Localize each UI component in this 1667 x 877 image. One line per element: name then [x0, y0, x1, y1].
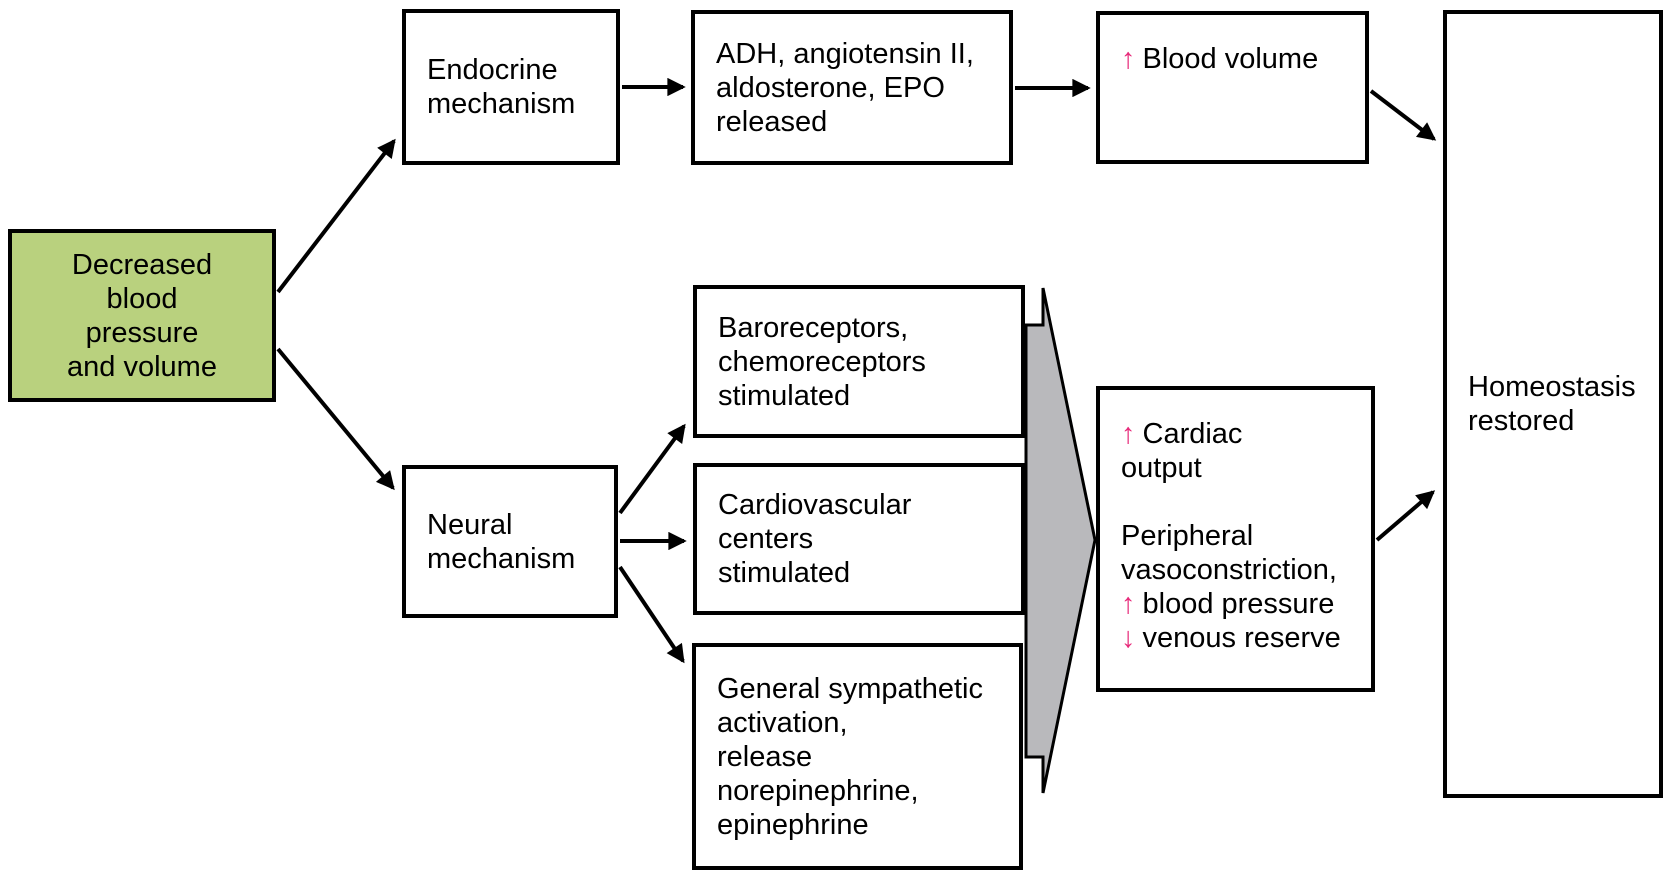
label-text: Baroreceptors,: [718, 311, 909, 344]
label-text: vasoconstriction,: [1121, 554, 1337, 586]
text-line: ADH, angiotensin II,: [716, 37, 1003, 71]
text-line: activation,: [717, 706, 1013, 740]
label-text: mechanism: [427, 542, 576, 575]
text-line: mechanism: [427, 542, 608, 576]
text-line: chemoreceptors: [718, 345, 1015, 379]
label-text: Blood volume: [1142, 43, 1319, 75]
label-text: Cardiac: [1142, 418, 1243, 450]
label-text: restored: [1468, 405, 1575, 437]
text-line: pressure: [86, 316, 199, 350]
down-arrow-icon: ↓: [1121, 622, 1136, 654]
label-text: Cardiovascular: [718, 489, 912, 521]
text-line: released: [716, 105, 1003, 139]
label-text: Homeostasis: [1468, 371, 1636, 403]
blood-volume-box: ↑Blood volume: [1096, 11, 1369, 164]
label-text: centers: [718, 523, 814, 555]
label-text: Endocrine: [427, 54, 558, 86]
text-line: epinephrine: [717, 808, 1013, 842]
label-text: pressure: [85, 316, 199, 349]
text-line: mechanism: [427, 87, 610, 121]
label-text: epinephrine: [717, 808, 869, 841]
label-text: aldosterone, EPO: [716, 71, 945, 104]
text-line: Cardiovascular: [718, 488, 1015, 522]
label-text: mechanism: [427, 88, 576, 120]
arrow-decreased-to-endocrine: [276, 138, 396, 294]
text-line: Baroreceptors,: [718, 311, 1015, 345]
text-line: output: [1121, 451, 1365, 485]
text-line: General sympathetic: [717, 672, 1013, 706]
up-arrow-icon: ↑: [1121, 588, 1136, 620]
label-text: release: [717, 740, 813, 773]
text-line: Neural: [427, 508, 608, 542]
label-text: stimulated: [718, 379, 851, 412]
label-text: ADH, angiotensin II,: [716, 37, 974, 70]
text-line: vasoconstriction,: [1121, 553, 1365, 587]
text-line: ↓venous reserve: [1121, 621, 1365, 655]
text-line: ↑Blood volume: [1121, 42, 1359, 76]
label-text: Peripheral: [1121, 520, 1254, 552]
text-line: Peripheral: [1121, 519, 1365, 553]
label-text: stimulated: [718, 557, 851, 589]
label-text: General sympathetic: [717, 672, 983, 705]
text-line: aldosterone, EPO: [716, 71, 1003, 105]
text-line: centers: [718, 522, 1015, 556]
text-line: Homeostasis: [1468, 370, 1653, 404]
text-line: norepinephrine,: [717, 774, 1013, 808]
arrow-cardiac-to-homeostasis: [1375, 490, 1436, 542]
label-text: Neural: [427, 508, 513, 541]
text-line: [1121, 485, 1365, 519]
text-line: blood: [107, 282, 178, 316]
text-line: ↑blood pressure: [1121, 587, 1365, 621]
label-text: chemoreceptors: [718, 345, 926, 378]
arrow-neural-to-baroreceptors: [618, 423, 686, 515]
text-line: stimulated: [718, 556, 1015, 590]
up-arrow-icon: ↑: [1121, 418, 1136, 450]
label-text: blood pressure: [1142, 588, 1335, 620]
arrow-neural-to-sympathetic: [618, 565, 685, 664]
text-line: ↑Cardiac: [1121, 417, 1365, 451]
text-line: release: [717, 740, 1013, 774]
text-line: Decreased: [72, 248, 212, 282]
label-text: Decreased: [71, 248, 213, 281]
up-arrow-icon: ↑: [1121, 43, 1136, 75]
label-text: norepinephrine,: [717, 774, 919, 807]
label-text: venous reserve: [1142, 622, 1341, 654]
text-line: restored: [1468, 404, 1653, 438]
arrow-decreased-to-neural: [276, 347, 395, 491]
text-line: and volume: [67, 350, 217, 384]
label-text: and volume: [67, 350, 217, 383]
label-text: activation,: [717, 706, 848, 739]
text-line: stimulated: [718, 379, 1015, 413]
label-text: blood: [106, 282, 178, 315]
label-text: output: [1121, 452, 1202, 484]
text-line: Endocrine: [427, 53, 610, 87]
arrow-bloodvolume-to-homeostasis: [1369, 89, 1437, 141]
big-gray-convergence-arrow: [1024, 287, 1097, 794]
label-text: released: [716, 105, 828, 138]
